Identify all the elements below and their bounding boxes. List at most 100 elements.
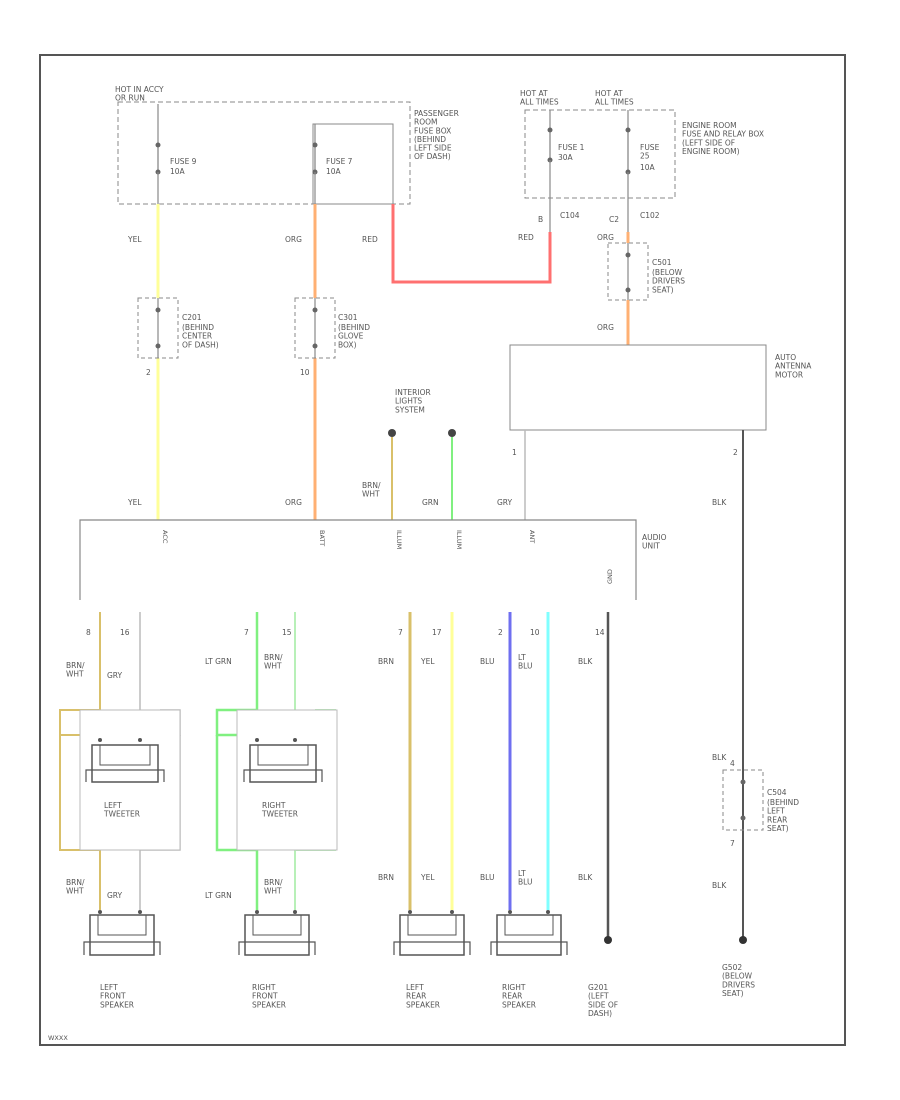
c104-label: C104 xyxy=(560,211,580,220)
red-wire xyxy=(391,204,552,284)
blk-c504-upper-label: BLK xyxy=(712,753,727,762)
c504-label: C504 xyxy=(767,788,787,797)
c501-label: C501 xyxy=(652,258,672,267)
c201-label: C201 xyxy=(182,313,202,322)
rf-pin-a: 7 xyxy=(244,628,249,637)
interior-lights-terminal-1 xyxy=(388,429,396,437)
lf-tw-gry-label: GRY xyxy=(107,671,123,680)
org-audio-label: ORG xyxy=(285,498,302,507)
lr-brn-label-2: BRN xyxy=(378,873,394,882)
gnd-blk-label-2: BLK xyxy=(578,873,593,882)
fuse25-rating: 10A xyxy=(640,163,656,172)
fuse9-name: FUSE 9 xyxy=(170,157,197,166)
lr-yel-label: YEL xyxy=(420,657,435,666)
lf-brn-wht-label: BRN/WHT xyxy=(66,878,85,896)
fuse1-rating: 30A xyxy=(558,153,574,162)
left-rear-wires: BRN YEL BRN YEL xyxy=(378,612,454,910)
lf-gry-label: GRY xyxy=(107,891,123,900)
lf-tw-brn-wht-label: BRN/WHT xyxy=(66,661,85,679)
feed-wires: YEL ORG RED RED ORG ORG xyxy=(127,198,630,520)
g201-ground-point xyxy=(604,936,612,944)
lr-yel-label-2: YEL xyxy=(420,873,435,882)
gnd-blk-label: BLK xyxy=(578,657,593,666)
rr-pin-b: 10 xyxy=(530,628,540,637)
c301-pin: 10 xyxy=(300,368,310,377)
rr-pin-a: 2 xyxy=(498,628,503,637)
yel-wire-label: YEL xyxy=(127,235,142,244)
lf-pin-a: 8 xyxy=(86,628,91,637)
term-acc: ACC xyxy=(161,530,169,544)
c301-label: C301 xyxy=(338,313,358,322)
red-wire-label-2: RED xyxy=(518,233,534,242)
ant-pin-1: 1 xyxy=(512,448,517,457)
term-illum-minus: ILLUM xyxy=(455,530,463,549)
footer-code: WXXX xyxy=(48,1034,68,1042)
c504-pin-bottom: 7 xyxy=(730,839,735,848)
rf-lt-grn-label: LT GRN xyxy=(205,891,232,900)
lf-pin-b: 16 xyxy=(120,628,130,637)
lr-pin-b: 17 xyxy=(432,628,442,637)
rf-pin-b: 15 xyxy=(282,628,292,637)
yel-audio-label: YEL xyxy=(127,498,142,507)
rf-brn-wht-label: BRN/WHT xyxy=(264,878,283,896)
term-batt: BATT xyxy=(318,530,326,546)
rf-tw-lt-grn-label: LT GRN xyxy=(205,657,232,666)
fuse1-name: FUSE 1 xyxy=(558,143,585,152)
fuse7-rating: 10A xyxy=(326,167,342,176)
gry-antenna-label: GRY xyxy=(497,498,513,507)
c201-pin: 2 xyxy=(146,368,151,377)
red-wire-label: RED xyxy=(362,235,378,244)
org-antenna-label-2: ORG xyxy=(597,233,614,242)
fuse9-rating: 10A xyxy=(170,167,186,176)
rr-blu-label: BLU xyxy=(480,657,494,666)
lr-brn-label: BRN xyxy=(378,657,394,666)
rf-tw-brn-wht-label: BRN/WHT xyxy=(264,653,283,671)
term-illum-plus: ILLUM xyxy=(395,530,403,549)
diagram-frame xyxy=(39,54,846,1046)
blk-c504-lower-label: BLK xyxy=(712,881,727,890)
brn-wht-illum-label: BRN/WHT xyxy=(362,481,381,499)
ant-pin-2: 2 xyxy=(733,448,738,457)
term-gnd: GND xyxy=(606,569,614,584)
org-antenna-label-3: ORG xyxy=(597,323,614,332)
fuse7-inner-box xyxy=(312,123,394,205)
blk-antenna-label: BLK xyxy=(712,498,727,507)
g502-ground-point xyxy=(739,936,747,944)
c504-pin-top: 4 xyxy=(730,759,735,768)
